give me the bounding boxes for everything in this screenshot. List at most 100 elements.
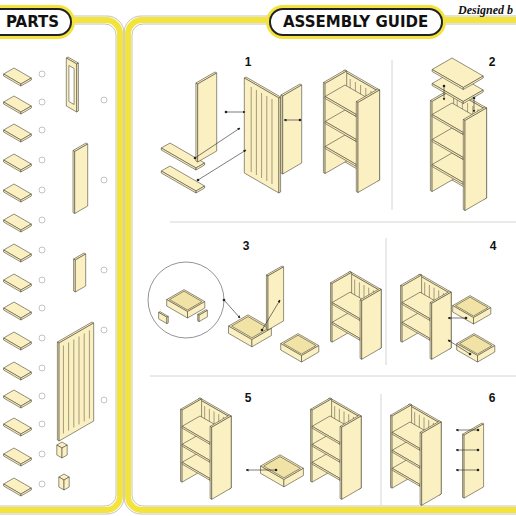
divider — [381, 394, 382, 505]
drawer-inside — [284, 335, 317, 354]
arrow-dot — [477, 449, 480, 452]
shelf — [161, 148, 196, 170]
side-panel — [422, 422, 442, 505]
arrow-dot — [299, 119, 302, 122]
small-part — [59, 477, 64, 490]
arrow-dot — [473, 97, 476, 100]
part-marker — [39, 99, 45, 105]
side-panel — [198, 73, 217, 162]
door-window — [69, 66, 74, 105]
small-part — [62, 445, 67, 458]
shelf — [312, 444, 340, 462]
shelf — [325, 97, 356, 117]
part-marker — [39, 481, 45, 487]
part-piece — [21, 284, 31, 292]
slat-line — [89, 331, 90, 419]
designer-credit: Designed b — [458, 3, 513, 18]
door-frame — [66, 58, 76, 112]
part-piece — [4, 454, 21, 466]
shelf — [432, 58, 483, 88]
shelf — [312, 426, 340, 444]
divider — [150, 376, 516, 377]
detail-circle — [148, 262, 224, 338]
shelf — [312, 462, 340, 480]
part-piece — [4, 220, 21, 232]
shelf — [196, 163, 205, 170]
assembly-arrow — [448, 340, 470, 354]
side-panel — [268, 267, 284, 330]
part-piece — [21, 106, 31, 114]
step-number: 4 — [490, 239, 497, 253]
shelf — [332, 322, 360, 340]
shelf — [392, 450, 420, 468]
small-part — [57, 445, 62, 458]
arrow-dot — [275, 469, 278, 472]
part-piece — [21, 400, 31, 408]
slat-line — [73, 340, 74, 428]
part-piece — [21, 458, 31, 466]
part-marker — [101, 177, 107, 183]
side-panel — [464, 424, 484, 498]
side-panel — [465, 108, 487, 211]
assembly-arrow — [246, 470, 276, 471]
heading-pill: ASSEMBLY GUIDE — [269, 8, 443, 36]
part-piece — [21, 488, 31, 496]
divider — [386, 238, 387, 365]
small-part — [64, 477, 69, 490]
shelf — [161, 171, 196, 193]
step-number: 3 — [243, 239, 250, 253]
slat-line — [271, 99, 272, 184]
drawings — [4, 57, 495, 505]
slat-line — [79, 337, 80, 425]
part-piece — [4, 102, 21, 114]
part-piece — [21, 134, 31, 142]
shelf — [325, 122, 356, 142]
assembly-arrow — [456, 430, 478, 431]
door-frame — [77, 63, 79, 112]
assembly-arrow — [456, 470, 478, 471]
assembly-arrow — [262, 300, 280, 330]
shelf — [332, 303, 360, 321]
drawer-side — [159, 312, 167, 323]
part-piece — [21, 372, 31, 380]
part-piece — [4, 280, 21, 292]
shelf — [196, 186, 205, 193]
panel-frame — [0, 24, 116, 506]
part-piece — [21, 194, 31, 202]
part-piece — [4, 396, 21, 408]
shelf — [432, 165, 463, 185]
shelf — [463, 90, 483, 104]
back-panel — [244, 78, 279, 193]
assembly-arrow — [195, 128, 240, 158]
arrow-dot — [469, 353, 472, 356]
slat-line — [256, 90, 257, 175]
arrow-dot — [197, 179, 200, 182]
part-marker — [39, 217, 45, 223]
side-panel — [283, 85, 302, 174]
side-panel — [362, 290, 382, 360]
shelf — [182, 444, 210, 462]
arrow-dot — [261, 329, 264, 332]
slat-line — [266, 96, 267, 181]
part-piece — [4, 424, 21, 436]
part-marker — [39, 127, 45, 133]
part-marker — [101, 327, 107, 333]
assembly-arrow — [444, 86, 445, 100]
assembly-arrow — [198, 150, 246, 180]
part-piece — [4, 484, 21, 496]
part-piece — [21, 164, 31, 172]
part-marker — [39, 157, 45, 163]
assembly-arrow — [284, 120, 300, 121]
slat-line — [261, 93, 262, 178]
part-piece — [4, 74, 21, 86]
part-marker — [39, 335, 45, 341]
slatted-panel — [59, 323, 94, 441]
arrow-dot — [477, 469, 480, 472]
drawer-side — [199, 310, 207, 321]
slat-line — [84, 334, 85, 422]
part-marker — [39, 247, 45, 253]
heading-text: ASSEMBLY GUIDE — [283, 13, 428, 31]
part-piece — [4, 308, 21, 320]
